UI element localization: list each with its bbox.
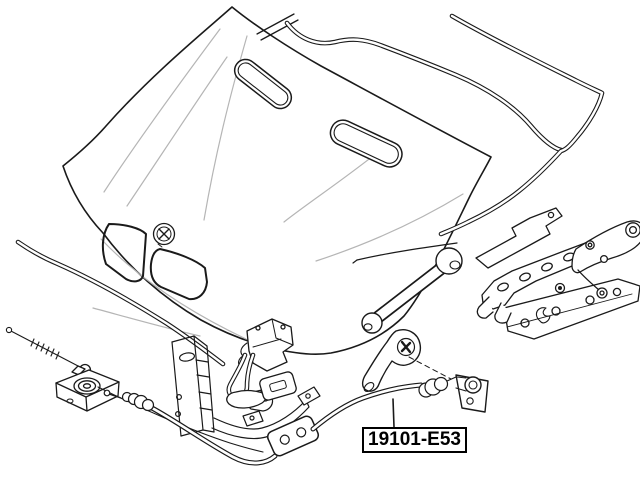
release-lever — [361, 329, 422, 392]
weatherstrip-seal-top — [284, 20, 564, 153]
gas-strut — [361, 247, 463, 334]
cable-left-boot — [103, 389, 155, 412]
hood-latch — [226, 318, 294, 409]
hood-vent-right — [329, 119, 403, 168]
cable-end-grommet — [418, 376, 457, 398]
hood-emblem — [152, 222, 176, 248]
weatherstrip-seal-right — [438, 13, 605, 237]
weatherstrip-seal-front — [15, 239, 226, 367]
hinge-flat-bracket — [475, 207, 563, 269]
kidney-grille-right — [149, 248, 208, 301]
cable-junction-box — [266, 415, 320, 457]
cable-end-bracket — [455, 374, 489, 413]
strut-rod — [352, 242, 458, 264]
cowl-lines — [256, 13, 299, 41]
latch-base — [55, 365, 120, 412]
hood-panel — [62, 6, 492, 355]
kidney-grille-left — [101, 223, 147, 283]
part-number-text: 19101-E53 — [368, 429, 461, 450]
hinge-scissor-arm — [571, 220, 640, 299]
part-number-label: 19101-E53 — [362, 427, 467, 453]
hood-vent-left — [233, 58, 293, 110]
release-cable-assembly — [97, 374, 489, 466]
part-label-leader — [392, 398, 395, 428]
lever-dashed-leader — [408, 356, 452, 380]
slotted-plate — [259, 371, 297, 401]
